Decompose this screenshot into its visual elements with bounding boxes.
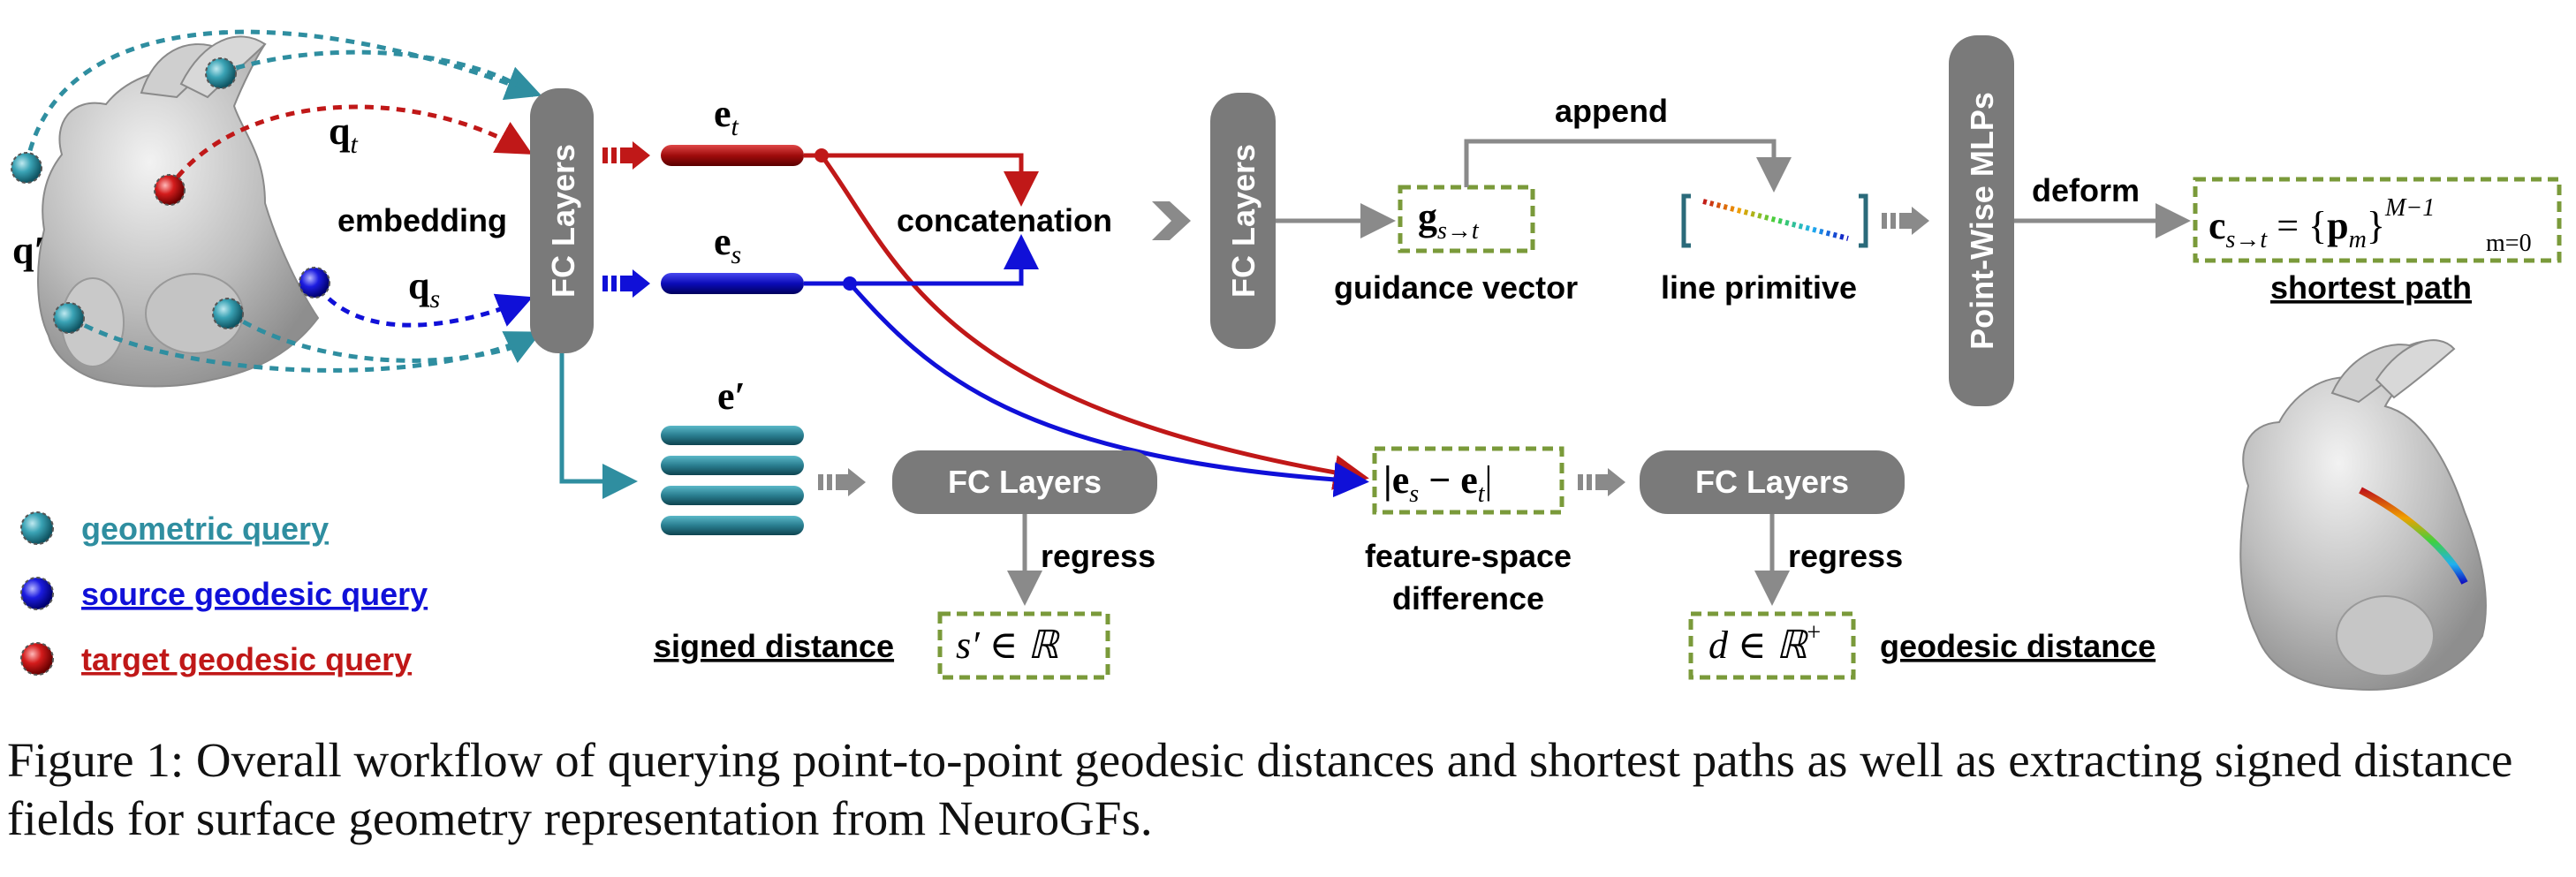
embedding-label: embedding: [337, 202, 507, 238]
e-s-label: es: [714, 220, 741, 269]
target-query-ball: [154, 174, 186, 206]
sdf-small-arrow: [818, 468, 866, 496]
red-small-arrow: [602, 141, 650, 170]
e-prime-label: e′: [717, 374, 746, 418]
signed-distance-label: signed distance: [654, 628, 894, 664]
source-query-arrow: [316, 285, 534, 328]
shortest-path-label: shortest path: [2270, 269, 2472, 306]
shortest-path-box: [2193, 177, 2562, 263]
line-primitive-label: line primitive: [1661, 269, 1857, 306]
e-s-to-diff: [848, 282, 1369, 498]
geometric-query-ball: [53, 302, 85, 334]
signed-distance-math: s′ ∈ ℝ: [956, 624, 1060, 667]
feature-difference-label-1: feature-space: [1365, 538, 1572, 574]
concatenation-label: concatenation: [897, 202, 1112, 238]
e-t-to-concat: [804, 153, 1039, 207]
fc-layers-mid-box: [1210, 93, 1276, 349]
point-wise-mlps-label: Point-Wise MLPs: [1964, 92, 2000, 350]
geometric-query-ball: [205, 57, 237, 89]
e-t-to-diff: [819, 154, 1369, 490]
legend-item-source: source geodesic query: [20, 576, 428, 612]
append-arrow: [1464, 139, 1792, 193]
bunny-mesh-icon: [37, 35, 320, 388]
q-prime-label: q′: [12, 229, 45, 272]
guidance-vector-math: gs→t: [1418, 195, 1480, 245]
geodesic-distance-box: [1688, 611, 1856, 680]
shortest-path-math: cs→t = {pm}M−1: [2209, 194, 2435, 253]
fc-layers-geo-box: [1640, 450, 1905, 514]
to-mlp-small-arrow: [1882, 207, 1929, 235]
fc-layers-geo-label: FC Layers: [1695, 464, 1849, 500]
figure-caption: Figure 1: Overall workflow of querying p…: [7, 733, 2513, 845]
geometric-query-ball: [212, 298, 244, 329]
source-query-ball: [299, 267, 330, 299]
e-prime-feature-stack: [661, 426, 804, 535]
line-primitive-icon: [1681, 193, 1868, 248]
e-t-label: et: [714, 92, 739, 141]
fc-layers-vertical-box: [530, 88, 594, 353]
signed-distance-box: [937, 611, 1110, 680]
sdf-regress-label: regress: [1041, 538, 1155, 574]
point-wise-mlps-box: [1949, 35, 2014, 406]
feature-difference-math: |es − et|: [1383, 458, 1492, 508]
e-s-to-concat: [804, 234, 1039, 286]
q-t-label: qt: [329, 110, 358, 159]
geo-small-arrow: [1578, 468, 1625, 496]
svg-text:source geodesic query: source geodesic query: [81, 576, 428, 612]
fc-layers-sdf-label: FC Layers: [948, 464, 1102, 500]
teal-branch-arrow: [559, 353, 638, 499]
svg-text:target geodesic query: target geodesic query: [81, 641, 412, 677]
legend-item-target: target geodesic query: [20, 641, 412, 677]
e-t-feature-bar: [661, 145, 804, 166]
blue-small-arrow: [602, 269, 650, 298]
append-label: append: [1555, 93, 1668, 129]
bunny-mesh-with-path-icon: [2239, 339, 2487, 691]
geodesic-distance-label: geodesic distance: [1880, 628, 2156, 664]
geo-regress-label: regress: [1788, 538, 1903, 574]
geodesic-distance-math: d ∈ ℝ+: [1708, 619, 1821, 667]
geometric-query-ball: [11, 152, 42, 184]
concatenation-chevron: [1152, 201, 1191, 240]
guidance-vector-box: [1398, 185, 1535, 253]
svg-text:geometric query: geometric query: [81, 510, 329, 547]
fc-layers-sdf-box: [892, 450, 1157, 514]
q-s-label: qs: [408, 264, 440, 314]
feature-difference-label-2: difference: [1392, 580, 1544, 616]
feature-difference-box: [1372, 446, 1565, 515]
deform-label: deform: [2032, 172, 2140, 208]
target-query-arrow: [165, 104, 533, 192]
fc-layers-mid-label: FC Layers: [1225, 144, 1261, 298]
sphere-query-icon-group: [11, 57, 330, 334]
guidance-vector-label: guidance vector: [1334, 269, 1578, 306]
shortest-path-math-lower: m=0: [2486, 230, 2532, 257]
geometric-query-arrows: [24, 29, 542, 373]
legend: geometric query source geodesic query ta…: [20, 510, 428, 677]
fc-layers-vertical-label: FC Layers: [545, 144, 581, 298]
e-s-feature-bar: [661, 273, 804, 294]
legend-item-geometric: geometric query: [20, 510, 329, 547]
